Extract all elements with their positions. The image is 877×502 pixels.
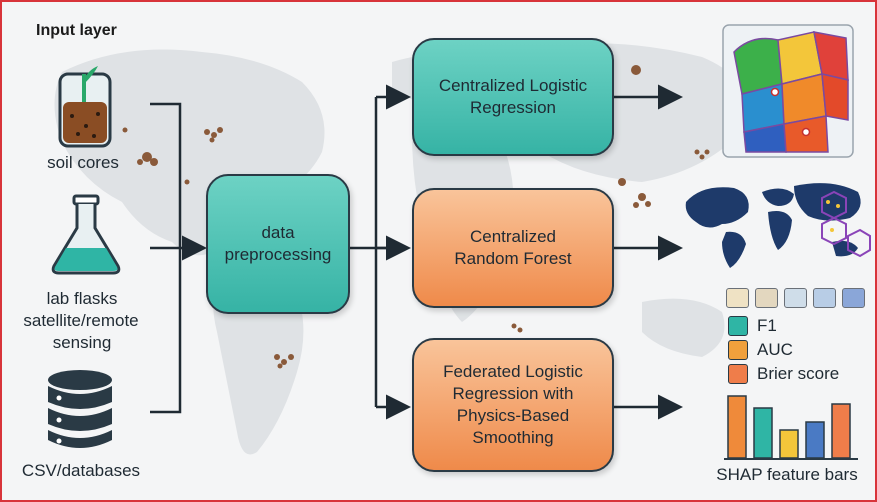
world-map-icon <box>685 183 871 268</box>
input-layer-title: Input layer <box>36 22 117 39</box>
preprocessing-label-line2: preprocessing <box>224 245 332 264</box>
lab-flask-icon <box>51 194 121 275</box>
flr-label-line3: Physics-Based <box>456 406 570 425</box>
database-icon <box>48 370 112 448</box>
legend-item-f1: F1 <box>728 314 839 338</box>
clr-label-line1: Centralized Logistic <box>438 76 588 95</box>
preprocessing-label-line1: data <box>261 223 295 242</box>
shap-bar-2 <box>753 407 773 459</box>
crf-label-line2: Random Forest <box>454 249 572 268</box>
soil-cores-label: soil cores <box>47 153 119 172</box>
federated-logistic-regression-box: Federated Logistic Regression with Physi… <box>412 338 614 472</box>
flr-label-line4: Smoothing <box>472 428 554 447</box>
shap-bar-4 <box>805 421 825 459</box>
shap-bar-3 <box>779 429 799 459</box>
legend-item-brier: Brier score <box>728 362 839 386</box>
satellite-label-line1: satellite/remote <box>23 311 139 330</box>
centralized-random-forest-box: Centralized Random Forest <box>412 188 614 308</box>
legend-swatch-f1 <box>728 316 748 336</box>
shap-feature-bars-icon <box>724 395 858 460</box>
hex-heatmap-icon <box>722 24 854 158</box>
shap-bar-1 <box>727 395 747 459</box>
csv-databases-label: CSV/databases <box>21 461 141 480</box>
shap-bar-5 <box>831 403 851 459</box>
flr-label-line1: Federated Logistic <box>443 362 583 381</box>
flr-label-line2: Regression with <box>452 384 574 403</box>
data-preprocessing-box: data preprocessing <box>206 174 350 314</box>
satellite-label-line2: sensing <box>52 333 112 352</box>
legend-swatch-auc <box>728 340 748 360</box>
metrics-legend: F1 AUC Brier score <box>728 314 839 386</box>
legend-label-brier: Brier score <box>757 364 840 383</box>
soil-beaker-icon <box>58 66 112 148</box>
clr-label-line2: Regression <box>469 98 556 117</box>
centralized-logistic-regression-box: Centralized Logistic Regression <box>412 38 614 156</box>
lab-flasks-label: lab flasks <box>46 289 118 308</box>
legend-label-f1: F1 <box>757 316 777 335</box>
legend-swatch-brier <box>728 364 748 384</box>
legend-label-auc: AUC <box>757 340 793 359</box>
shap-feature-bars-caption: SHAP feature bars <box>716 465 858 484</box>
crf-label-line1: Centralized <box>469 227 556 246</box>
legend-item-auc: AUC <box>728 338 839 362</box>
legend-swatch-strip <box>726 288 865 308</box>
